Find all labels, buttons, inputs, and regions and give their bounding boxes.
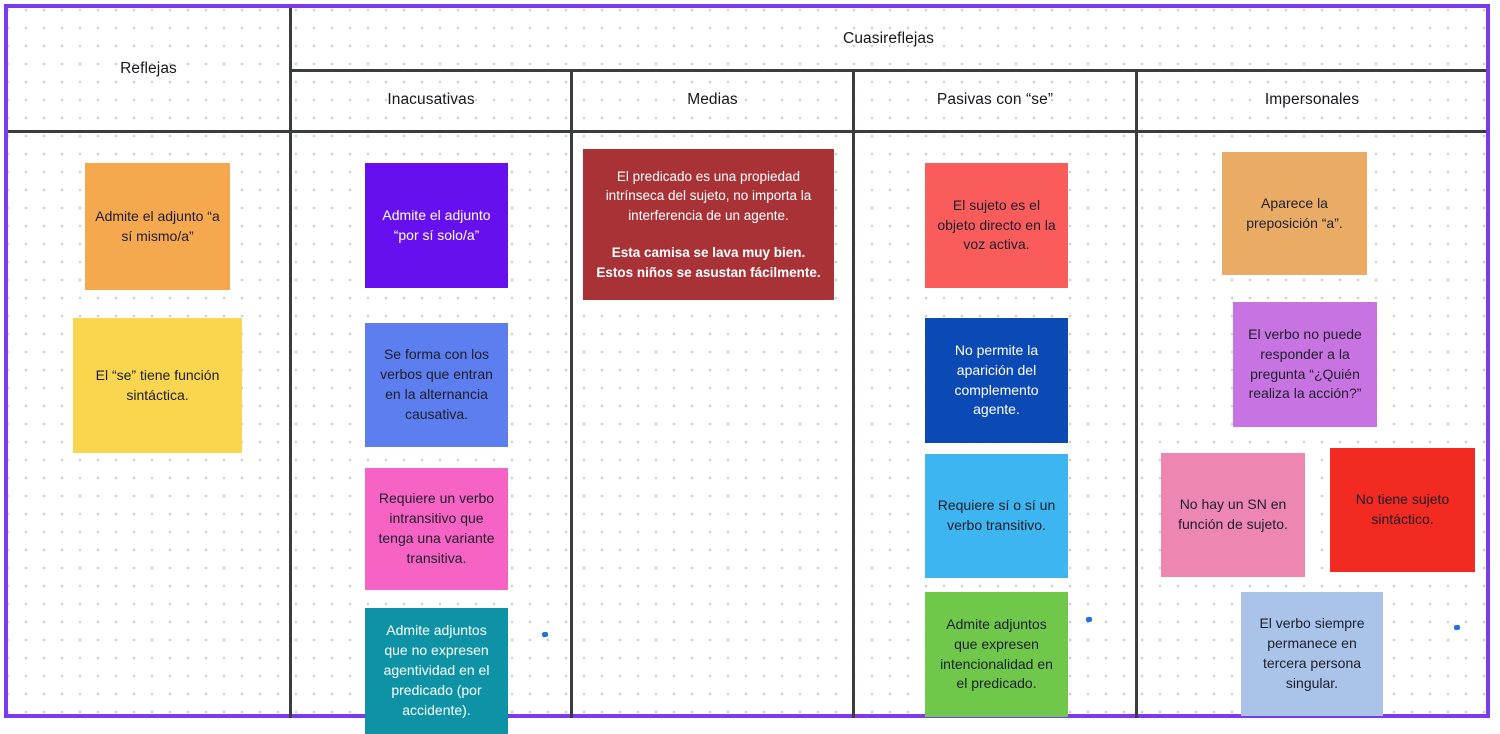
sticky-note-text: No tiene sujeto sintáctico. — [1355, 491, 1450, 527]
sticky-note-text: Admite el adjunto “por sí solo/a” — [382, 206, 491, 243]
sticky-note[interactable]: Admite el adjunto “por sí solo/a” — [365, 163, 508, 288]
sticky-note[interactable]: El verbo siempre permanece en tercera pe… — [1241, 592, 1383, 716]
sticky-note[interactable]: El predicado es una propiedad intrínseca… — [583, 149, 834, 300]
table-line-horizontal-2 — [8, 130, 1486, 133]
subheader-cell-pasivas-con-se[interactable]: Pasivas con “se” — [936, 91, 1054, 108]
sticky-note-example-text: Esta camisa se lava muy bien. Estos niño… — [596, 245, 821, 280]
sticky-note[interactable]: Admite el adjunto “a sí mismo/a” — [85, 163, 230, 290]
sticky-note-text: El “se” tiene función sintáctica. — [95, 366, 220, 403]
sticky-note[interactable]: El “se” tiene función sintáctica. — [73, 318, 242, 453]
subheader-cell-impersonales[interactable]: Impersonales — [1264, 91, 1360, 108]
sticky-note[interactable]: Requiere sí o sí un verbo transitivo. — [925, 454, 1068, 578]
sticky-note[interactable]: Aparece la preposición “a”. — [1222, 152, 1367, 275]
sticky-note[interactable]: Admite adjuntos que no expresen agentivi… — [365, 608, 508, 734]
table-line-vertical-3 — [852, 69, 855, 718]
sticky-note-text: No permite la aparición del complemento … — [954, 341, 1039, 418]
header-cell-cuasireflejas[interactable]: Cuasireflejas — [843, 29, 934, 47]
sticky-note[interactable]: Se forma con los verbos que entran en la… — [365, 323, 508, 447]
sticky-note[interactable]: Requiere un verbo intransitivo que tenga… — [365, 468, 508, 590]
sticky-note-text: Admite adjuntos que expresen intencional… — [940, 615, 1053, 692]
sticky-note-text: Admite adjuntos que no expresen agentivi… — [383, 622, 490, 718]
sticky-note-text: Requiere sí o sí un verbo transitivo. — [937, 497, 1056, 533]
subheader-cell-inacusativas[interactable]: Inacusativas — [387, 91, 475, 108]
sticky-note[interactable]: No tiene sujeto sintáctico. — [1330, 448, 1475, 572]
header-cell-reflejas[interactable]: Reflejas — [120, 60, 177, 77]
sticky-note-text: El predicado es una propiedad intrínseca… — [605, 168, 812, 223]
sticky-note[interactable]: El sujeto es el objeto directo en la voz… — [925, 163, 1068, 288]
sticky-note[interactable]: No permite la aparición del complemento … — [925, 318, 1068, 443]
table-line-vertical-1 — [289, 8, 292, 718]
sticky-note-text: El verbo no puede responder a la pregunt… — [1248, 325, 1362, 402]
table-line-vertical-4 — [1135, 69, 1138, 718]
sticky-note[interactable]: El verbo no puede responder a la pregunt… — [1233, 302, 1377, 427]
sticky-note[interactable]: No hay un SN en función de sujeto. — [1161, 453, 1305, 577]
table-line-horizontal-1 — [291, 69, 1486, 72]
sticky-note-text: Admite el adjunto “a sí mismo/a” — [95, 207, 220, 244]
sticky-note-text: Requiere un verbo intransitivo que tenga… — [378, 490, 495, 566]
sticky-note[interactable]: Admite adjuntos que expresen intencional… — [925, 592, 1068, 717]
table-line-vertical-2 — [570, 69, 573, 718]
sticky-note-text: Aparece la preposición “a”. — [1246, 194, 1343, 231]
sticky-note-text: El sujeto es el objeto directo en la voz… — [937, 196, 1056, 253]
sticky-note-text: El verbo siempre permanece en tercera pe… — [1259, 615, 1365, 691]
sticky-note-text: No hay un SN en función de sujeto. — [1178, 496, 1288, 532]
subheader-cell-medias[interactable]: Medias — [687, 91, 738, 108]
sticky-note-text: Se forma con los verbos que entran en la… — [380, 346, 493, 422]
